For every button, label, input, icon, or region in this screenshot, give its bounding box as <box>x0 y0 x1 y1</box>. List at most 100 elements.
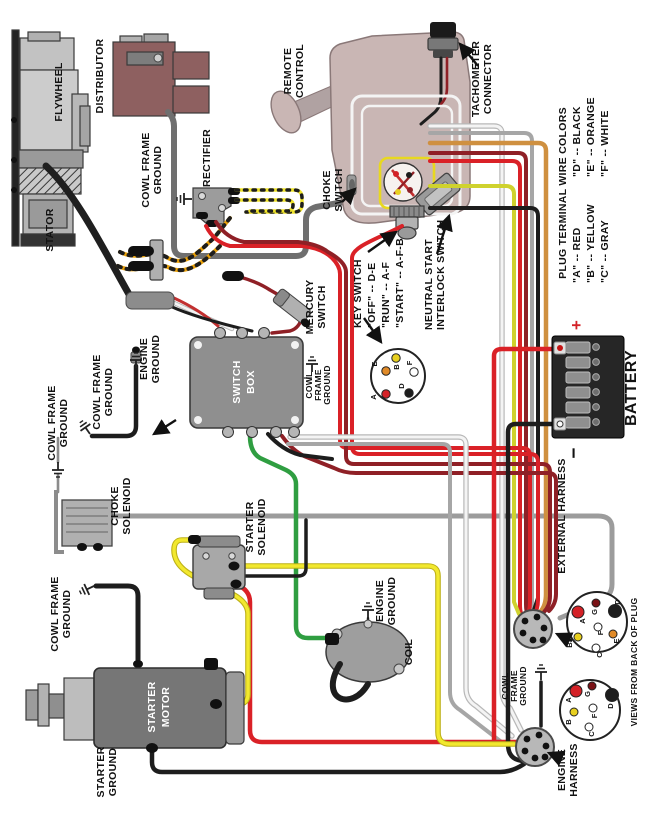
wire-orange <box>427 140 549 615</box>
starter-motor <box>25 658 245 753</box>
remote-control <box>270 22 471 240</box>
svg-text:GROUND: GROUND <box>386 577 398 626</box>
key-switch-arrow-cylinder <box>367 230 398 253</box>
battery <box>551 335 625 439</box>
ext-terminal-G: G <box>590 609 599 615</box>
svg-text:GROUND: GROUND <box>152 146 164 195</box>
coil <box>325 619 411 703</box>
label-starter-ground: STARTER <box>95 746 107 797</box>
svg-text:GROUND: GROUND <box>107 748 119 797</box>
svg-text:INTERLOCK SWITCH: INTERLOCK SWITCH <box>435 220 447 330</box>
key-terminal-E: E <box>370 361 379 366</box>
tachometer-arrow <box>458 42 479 67</box>
label-cowl-frame-ground-4: COWL FRAME <box>91 354 103 429</box>
wire-red-rectifier <box>204 224 532 619</box>
label-rectifier: RECTIFIER <box>201 129 213 187</box>
label-starter-solenoid: STARTER <box>244 501 256 552</box>
engine-ground-strap <box>89 363 139 439</box>
starter-solenoid <box>188 535 246 600</box>
label-engine-ground-2: ENGINE <box>374 580 386 622</box>
key-switch-arrow-diagram <box>363 317 383 344</box>
wire-yellowgreen-remote <box>428 184 521 616</box>
remote-handle <box>270 90 302 134</box>
label-engine-ground-1: ENGINE <box>138 338 150 380</box>
label-battery-minus: − <box>564 447 585 458</box>
wire-gray-switchbox <box>286 442 506 746</box>
label-cowl-frame-ground-2: COWL <box>304 371 314 398</box>
stator-cable <box>42 162 134 300</box>
label-battery-plus: + <box>567 320 586 330</box>
wire-black-switchbox <box>266 432 334 461</box>
rectifier <box>192 187 240 227</box>
leader-arrows <box>151 42 574 767</box>
label-choke-switch: CHOKE <box>321 170 333 209</box>
ground-icon <box>534 664 548 681</box>
key-terminal-D: D <box>397 383 406 389</box>
tachometer-connector <box>430 22 456 38</box>
label-distributor: DISTRIBUTOR <box>94 38 106 113</box>
wire-darkred-rectifier <box>214 220 552 614</box>
svg-text:GROUND: GROUND <box>61 590 73 639</box>
label-plug-legend-d: "D" -- BLACK <box>571 106 583 177</box>
svg-text:GROUND: GROUND <box>518 666 528 706</box>
distributor <box>112 33 210 117</box>
label-cowl-frame-ground-3: COWL FRAME <box>46 385 58 460</box>
label-battery: BATTERY <box>623 350 640 426</box>
svg-text:GROUND: GROUND <box>58 399 70 448</box>
label-plug-legend-title: PLUG TERMINAL WIRE COLORS <box>557 107 569 279</box>
ext-terminal-F: F <box>596 630 605 635</box>
label-stator: STATOR <box>44 208 56 251</box>
flywheel-stator-assembly <box>11 29 91 247</box>
ext-terminal-E: E <box>612 638 621 643</box>
label-plug-legend-a: "A" -- RED <box>571 227 583 283</box>
wire-black-battery <box>505 421 557 765</box>
eng-terminal-G: G <box>583 691 592 697</box>
label-neutral-start-interlock: NEUTRAL START <box>423 239 435 330</box>
eng-terminal-C: C <box>587 731 596 737</box>
battery-cells <box>565 341 600 429</box>
engine-ground-arrow <box>151 418 177 436</box>
svg-text:SWITCH: SWITCH <box>333 168 345 211</box>
label-coil: COIL <box>403 639 415 666</box>
wire-green <box>247 433 333 641</box>
eng-terminal-F: F <box>590 713 599 718</box>
key-terminal-A: A <box>369 394 378 400</box>
eng-terminal-D: D <box>606 703 615 709</box>
ground-icon <box>361 602 375 619</box>
svg-text:SWITCH: SWITCH <box>316 285 328 328</box>
ext-terminal-A: A <box>578 618 587 624</box>
wire-black-remote <box>428 206 540 612</box>
stator-leads <box>116 188 304 281</box>
label-remote-control: REMOTE <box>282 48 294 95</box>
svg-text:FRAME: FRAME <box>509 670 519 702</box>
spark-plug-wire <box>329 661 371 703</box>
svg-text:SOLENOID: SOLENOID <box>121 477 133 534</box>
label-cowl-frame-ground-6: COWL <box>500 672 510 699</box>
label-tachometer-connector: TACHOMETER <box>470 41 482 117</box>
ground-icon <box>176 192 193 206</box>
svg-text:"E" -- ORANGE: "E" -- ORANGE <box>585 97 597 177</box>
interlock-arrow <box>435 213 453 255</box>
svg-text:GROUND: GROUND <box>322 365 332 405</box>
ext-terminal-B: B <box>565 642 574 648</box>
key-switch-diagram: E B F A D <box>369 348 426 404</box>
wire-black-engine-conn <box>149 747 527 775</box>
svg-text:"C" -- GRAY: "C" -- GRAY <box>599 220 611 283</box>
wire-red-keyswitch <box>350 224 540 618</box>
label-mercury-switch: MERCURY <box>304 280 316 335</box>
engine-harness-connector <box>515 727 555 767</box>
ext-terminal-D: D <box>613 599 622 605</box>
label-flywheel: FLYWHEEL <box>53 62 65 121</box>
label-starter-motor: STARTER <box>146 681 158 732</box>
label-cowl-frame-ground-1: COWL FRAME <box>140 132 152 207</box>
label-external-harness: EXTERNAL HARNESS <box>556 458 568 573</box>
engine-connector-arrow <box>546 750 566 767</box>
choke-solenoid <box>54 490 113 554</box>
mercury-switch <box>272 288 311 328</box>
labels: FLYWHEEL STATOR DISTRIBUTOR RECTIFIER CO… <box>44 38 640 797</box>
ground-icon <box>76 579 98 599</box>
label-key-switch: KEY SWITCH <box>352 259 364 328</box>
svg-text:"RUN" -- A-F: "RUN" -- A-F <box>380 261 392 328</box>
label-views-from-back: VIEWS FROM BACK OF PLUG <box>629 598 639 727</box>
external-harness-connector <box>513 609 553 649</box>
